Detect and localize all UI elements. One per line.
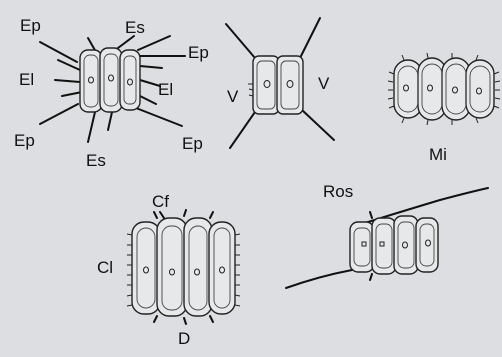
label-cf: Cf xyxy=(152,193,169,210)
label-d: D xyxy=(178,330,190,347)
label-v-left: V xyxy=(227,88,238,105)
label-es-top: Es xyxy=(125,19,145,36)
label-cl: Cl xyxy=(97,259,113,276)
figure-e-colony xyxy=(286,188,488,288)
figure-c-colony xyxy=(388,53,500,125)
label-ep-top-right: Ep xyxy=(188,44,209,61)
label-ep-bottom-left: Ep xyxy=(14,132,35,149)
label-el-right: El xyxy=(158,81,173,98)
label-el-left: El xyxy=(19,71,34,88)
label-mi: Mi xyxy=(429,146,447,163)
label-ep-bottom-right: Ep xyxy=(182,135,203,152)
label-v-right: V xyxy=(318,75,329,92)
figure-d-colony xyxy=(127,210,240,324)
label-ep-top-left: Ep xyxy=(20,17,41,34)
label-ros: Ros xyxy=(323,183,353,200)
label-es-bottom: Es xyxy=(86,152,106,169)
